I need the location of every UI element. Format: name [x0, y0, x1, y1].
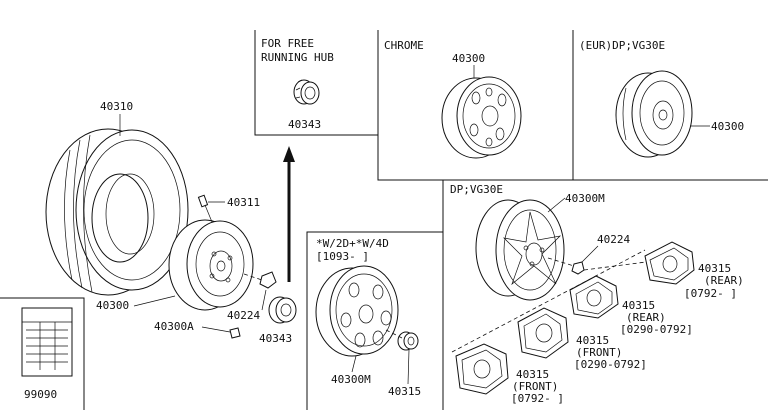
w2d-title: *W/2D+*W/4D [316, 237, 389, 250]
center-cap-icon [268, 296, 297, 324]
front-cap-2-icon [455, 343, 509, 395]
dp-box: DP;VG30E 40300M 40224 40315 (R [450, 183, 744, 405]
front-cap-2-part: 40315 [516, 368, 549, 381]
chrome-title: CHROME [384, 39, 424, 52]
w2d-box: *W/2D+*W/4D [1093- ] 40300M 40315 [315, 237, 421, 398]
rear-cap-2-icon [569, 275, 619, 319]
front-cap-1-pos: (FRONT) [576, 346, 622, 359]
rear-cap-1-pos: (REAR) [704, 274, 744, 287]
front-cap-2-range: [0792- ] [511, 392, 564, 405]
chrome-wheel-icon [441, 76, 522, 159]
valve-icon [197, 194, 213, 223]
w2d-wheel-part-label: 40300M [331, 373, 371, 386]
w2d-alloy-wheel-icon [315, 265, 399, 357]
steel-wheel-icon [168, 219, 254, 311]
eur-steel-wheel-icon [615, 70, 693, 158]
free-hub-cap-icon [293, 79, 320, 105]
tire-icon [45, 128, 189, 296]
arrow-up-icon [283, 146, 295, 282]
label-part-label: 99090 [24, 388, 57, 401]
dp-title: DP;VG30E [450, 183, 503, 196]
eur-part-label: 40300 [711, 120, 744, 133]
front-cap-2-pos: (FRONT) [512, 380, 558, 393]
free-hub-box: FOR FREE RUNNING HUB 40343 [261, 37, 334, 131]
rear-cap-1-icon [644, 241, 695, 285]
tire-part-label: 40310 [100, 100, 133, 113]
w2d-range: [1093- ] [316, 250, 369, 263]
eur-title: (EUR)DP;VG30E [579, 39, 665, 52]
w2d-cap-part-label: 40315 [388, 385, 421, 398]
w2d-center-cap-icon [385, 329, 419, 351]
front-cap-1-icon [517, 307, 569, 359]
free-hub-part-label: 40343 [288, 118, 321, 131]
wheel-part-label: 40300 [96, 299, 129, 312]
chrome-part-label: 40300 [452, 52, 485, 65]
rear-cap-1-part: 40315 [698, 262, 731, 275]
dp-wheel-nut-icon [547, 257, 585, 275]
wheel-nut-part-label: 40224 [227, 309, 260, 322]
rear-cap-2-part: 40315 [622, 299, 655, 312]
dp-nut-part-label: 40224 [597, 233, 630, 246]
chrome-box: CHROME 40300 [384, 39, 522, 159]
valve-part-label: 40311 [227, 196, 260, 209]
front-cap-1-range: [0290-0792] [574, 358, 647, 371]
label-box: 99090 [21, 307, 73, 401]
free-hub-title-1: FOR FREE [261, 37, 314, 50]
rear-cap-2-pos: (REAR) [626, 311, 666, 324]
balance-weight-part-label: 40300A [154, 320, 194, 333]
front-cap-1-part: 40315 [576, 334, 609, 347]
rear-cap-1-range: [0792- ] [684, 287, 737, 300]
wheel-nut-icon [243, 271, 277, 289]
balance-weight-icon [229, 327, 241, 339]
eur-box: (EUR)DP;VG30E 40300 [579, 39, 744, 158]
rear-cap-2-range: [0290-0792] [620, 323, 693, 336]
dp-alloy-wheel-icon [475, 199, 565, 301]
free-hub-title-2: RUNNING HUB [261, 51, 334, 64]
box-frames [0, 30, 768, 410]
dp-wheel-part-label: 40300M [565, 192, 605, 205]
center-cap-part-label: 40343 [259, 332, 292, 345]
